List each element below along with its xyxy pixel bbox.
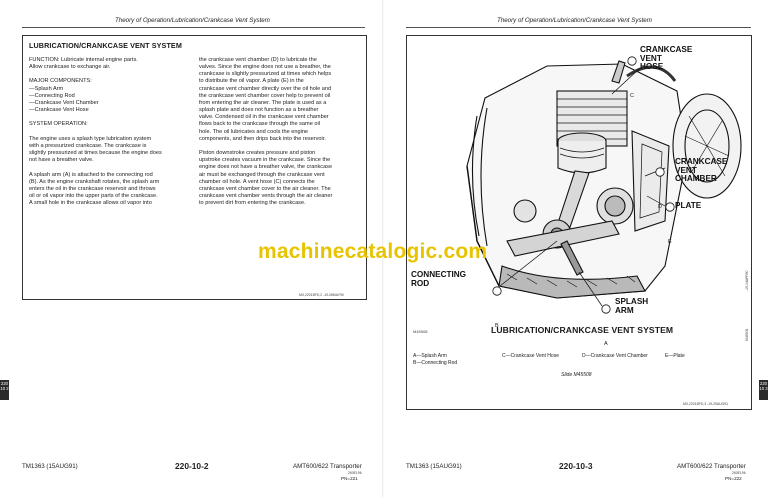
watermark: machinecatalogic.com <box>258 240 488 263</box>
right-figure-frame: C D E B A CRANKCASE VENT HOSE CRANKCASE … <box>406 35 752 410</box>
left-header-title: Theory of Operation/Lubrication/Crankcas… <box>115 17 270 24</box>
right-header-title: Theory of Operation/Lubrication/Crankcas… <box>497 17 652 24</box>
left-footer-product: AMT600/622 Transporter <box>293 463 362 470</box>
figure-side-code-bottom: M45508 <box>745 328 749 341</box>
label-letter-d: D <box>658 204 662 210</box>
label-plate: PLATE <box>675 201 702 210</box>
left-footer-code: 260E196 <box>348 471 362 475</box>
label-letter-b: B <box>495 323 499 329</box>
label-crankcase-vent-chamber: CRANKCASE VENT CHAMBER <box>675 157 728 183</box>
label-splash-arm: SPLASH ARM <box>615 297 649 315</box>
label-letter-c: C <box>630 93 634 99</box>
right-footer-product: AMT600/622 Transporter <box>677 463 746 470</box>
text-column-1: FUNCTION: Lubricate internal engine part… <box>29 57 162 207</box>
label-letter-e: E <box>668 239 672 245</box>
figure-side-code-top: -19-04APR90 <box>745 270 749 291</box>
legend-e: E—Plate <box>665 353 685 359</box>
label-connecting-rod: CONNECTING ROD <box>411 270 467 288</box>
right-footer-page: 220-10-3 <box>559 461 593 471</box>
right-footer-code: 260E196 <box>732 471 746 475</box>
engine-cutaway-illustration <box>466 56 742 314</box>
left-footer-doc: TM1363 (15AUG91) <box>22 463 78 470</box>
left-footer-pn: PN=221 <box>341 476 358 481</box>
figure-caption: LUBRICATION/CRANKCASE VENT SYSTEM <box>491 325 674 335</box>
right-header-rule <box>406 27 751 28</box>
right-ref-code: MX,2201BFD,3 -19-29AUG91 <box>683 402 729 406</box>
left-header-rule <box>22 27 365 28</box>
right-side-tab: 220 10 3 <box>759 380 768 400</box>
legend-a: A—Splash Arm <box>413 353 447 359</box>
right-footer-pn: PN=222 <box>725 476 742 481</box>
left-side-tab: 220 10 2 <box>0 380 9 400</box>
left-ref-code: MX,2201BFD,2 -19-08MAY90 <box>299 293 344 297</box>
text-column-2: the crankcase vent chamber (D) to lubric… <box>199 57 333 207</box>
figure-id: M45508 <box>413 329 428 334</box>
left-footer-page: 220-10-2 <box>175 461 209 471</box>
legend-b: B—Connecting Rod <box>413 360 458 366</box>
right-page: Theory of Operation/Lubrication/Crankcas… <box>384 0 768 497</box>
slide-caption: Slide M45508 <box>561 372 592 378</box>
legend-c: C—Crankcase Vent Hose <box>502 353 559 359</box>
left-page: Theory of Operation/Lubrication/Crankcas… <box>0 17 367 481</box>
label-crankcase-vent-hose: CRANKCASE VENT HOSE <box>640 45 693 71</box>
section-title: LUBRICATION/CRANKCASE VENT SYSTEM <box>29 41 182 50</box>
right-footer-doc: TM1363 (15AUG91) <box>406 463 462 470</box>
legend-d: D—Crankcase Vent Chamber <box>582 353 648 359</box>
label-letter-a: A <box>604 341 608 347</box>
left-content-frame: LUBRICATION/CRANKCASE VENT SYSTEM FUNCTI… <box>22 35 367 300</box>
